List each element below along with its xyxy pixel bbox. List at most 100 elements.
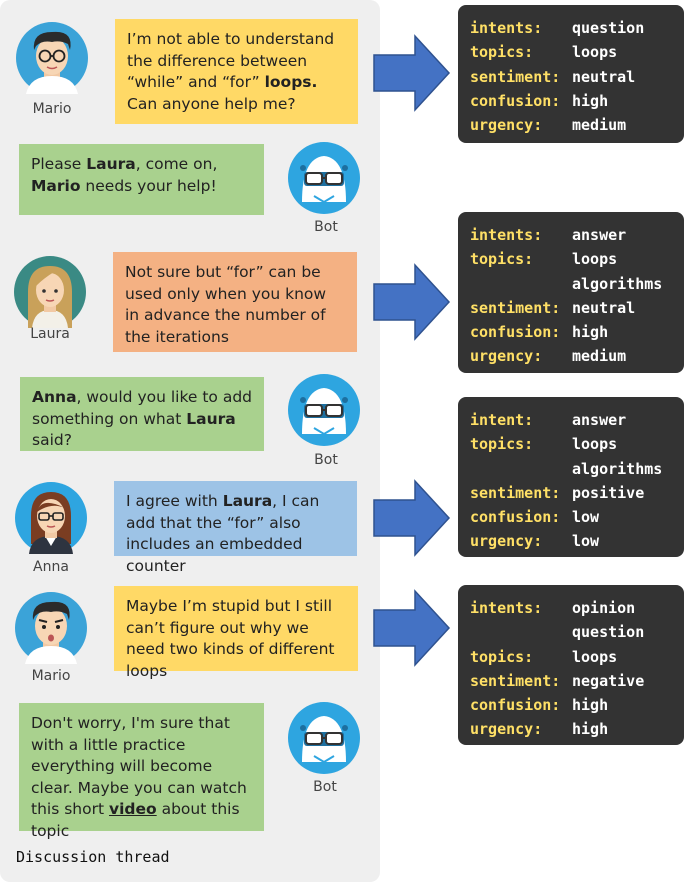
message-text: , come on, (135, 155, 218, 173)
message-text: , I can add that the “for” also includes… (126, 492, 320, 575)
annotation-box: intents:opinion question topics: loops senti… (458, 585, 684, 745)
message-bubble: I’m not able to understand the differenc… (115, 19, 358, 124)
annotation-key: sentiment: (470, 67, 561, 86)
message-text: Laura (86, 155, 136, 173)
annotation-key: topics: (470, 647, 534, 666)
annotation-key: topics: (470, 435, 534, 454)
annotation-key: urgency: (470, 116, 543, 135)
annotation-value: answer (572, 226, 627, 244)
annotation-key: sentiment: (470, 483, 561, 502)
speaker-name: Bot (314, 219, 338, 235)
video-link[interactable]: video (108, 800, 157, 818)
bot-avatar (288, 142, 360, 214)
annotation-row: intents: answer (470, 223, 672, 247)
message-bubble: I agree with Laura, I can add that the “… (114, 481, 357, 575)
speaker-name: Anna (33, 559, 69, 575)
annotation-value: high (572, 720, 609, 739)
arrow-right-icon (373, 479, 451, 557)
annotation-row: confusion: high (470, 320, 672, 344)
annotation-value: positive (572, 483, 645, 502)
message-text: Please (31, 155, 87, 173)
annotation-row: sentiment: positive (470, 481, 672, 505)
message-text: loops. (264, 73, 318, 91)
annotation-row: sentiment: neutral (470, 296, 672, 320)
message-text: I’m not able to understand the differenc… (127, 30, 335, 91)
annotation-row: confusion:high (470, 693, 672, 717)
bot-avatar (288, 702, 360, 774)
message-text: needs your help! (80, 176, 217, 195)
annotation-key: confusion: (470, 508, 561, 527)
annotation-key: urgency: (470, 720, 543, 739)
annotation-value: question (572, 19, 645, 37)
annotation-key: intents: (470, 226, 543, 244)
arrow-right-icon (373, 589, 451, 667)
annotation-key: urgency: (470, 532, 543, 551)
annotation-row: algorithms (470, 457, 672, 481)
annotation-row: topics: loops (470, 645, 672, 669)
speaker-name: Mario (32, 101, 72, 117)
annotation-row: algorithms (470, 272, 672, 296)
speaker-name: Bot (313, 779, 337, 795)
annotation-row: intents:opinion (470, 596, 672, 620)
annotation-value: negative (572, 671, 645, 690)
annotation-key: intents: (470, 19, 543, 37)
laura-avatar (14, 256, 86, 328)
annotation-key: intents: (470, 599, 543, 617)
annotation-row: confusion: low (470, 505, 672, 529)
annotation-key: confusion: (470, 91, 561, 110)
message-text: Mario (31, 176, 81, 195)
message-bubble: Please Laura, come on, Mario needs your … (19, 144, 264, 215)
annotation-row: topics:loops (470, 432, 672, 456)
annotation-value: question (572, 623, 645, 642)
message-text: Maybe I’m stupid but I still can’t figur… (126, 597, 335, 680)
annotation-row: urgency:medium (470, 113, 672, 137)
speaker-name: Mario (31, 668, 71, 684)
message-text: Don't worry, I'm sure that with a little… (31, 714, 247, 818)
message-bubble: Not sure but “for” can be used only when… (113, 252, 357, 352)
annotation-value: neutral (572, 298, 636, 317)
annotation-key: sentiment: (470, 298, 561, 317)
message-text: Can anyone help me? (127, 94, 296, 113)
message-bubble: Maybe I’m stupid but I still can’t figur… (114, 586, 358, 680)
annotation-row: sentiment: neutral (470, 65, 672, 89)
annotation-row: intent: answer (470, 408, 672, 432)
annotation-row: question (470, 620, 672, 644)
annotation-key: sentiment: (470, 671, 561, 690)
message-bubble: Don't worry, I'm sure that with a little… (19, 703, 264, 840)
annotation-key: topics: (470, 43, 534, 62)
annotation-key: urgency: (470, 347, 543, 366)
annotation-key: intent: (470, 411, 534, 429)
annotation-value: low (572, 508, 600, 527)
annotation-value: high (572, 91, 609, 110)
mario-avatar (16, 22, 88, 94)
annotation-row: topics:loops (470, 40, 672, 64)
mario-avatar (15, 592, 87, 664)
annotation-row: intents: question (470, 16, 672, 40)
message-text: Laura (186, 409, 236, 428)
annotation-row: urgency:low (470, 529, 672, 553)
annotation-row: topics: loops (470, 247, 672, 271)
annotation-value: loops (572, 250, 618, 269)
annotation-key: topics: (470, 250, 534, 269)
speaker-name: Laura (30, 326, 70, 342)
annotation-row: sentiment: negative (470, 669, 672, 693)
annotation-value: medium (572, 347, 627, 366)
panel-label: Discussion thread (16, 848, 170, 866)
arrow-right-icon (373, 34, 451, 112)
annotation-value: high (572, 323, 609, 342)
message-text: , would you like to add something on wha… (32, 388, 253, 428)
bot-avatar (288, 374, 360, 446)
annotation-row: confusion: high (470, 89, 672, 113)
message-text: Laura (222, 492, 273, 510)
annotation-value: answer (572, 411, 627, 429)
annotation-row: urgency: high (470, 717, 672, 741)
annotation-key: confusion: (470, 323, 561, 342)
message-text: I agree with (126, 492, 223, 510)
annotation-value: neutral (572, 67, 636, 86)
message-text: said? (32, 431, 72, 449)
message-text: about this topic (31, 800, 240, 840)
message-bubble: Anna, would you like to add something on… (20, 377, 264, 451)
annotation-value: loops (572, 647, 618, 666)
